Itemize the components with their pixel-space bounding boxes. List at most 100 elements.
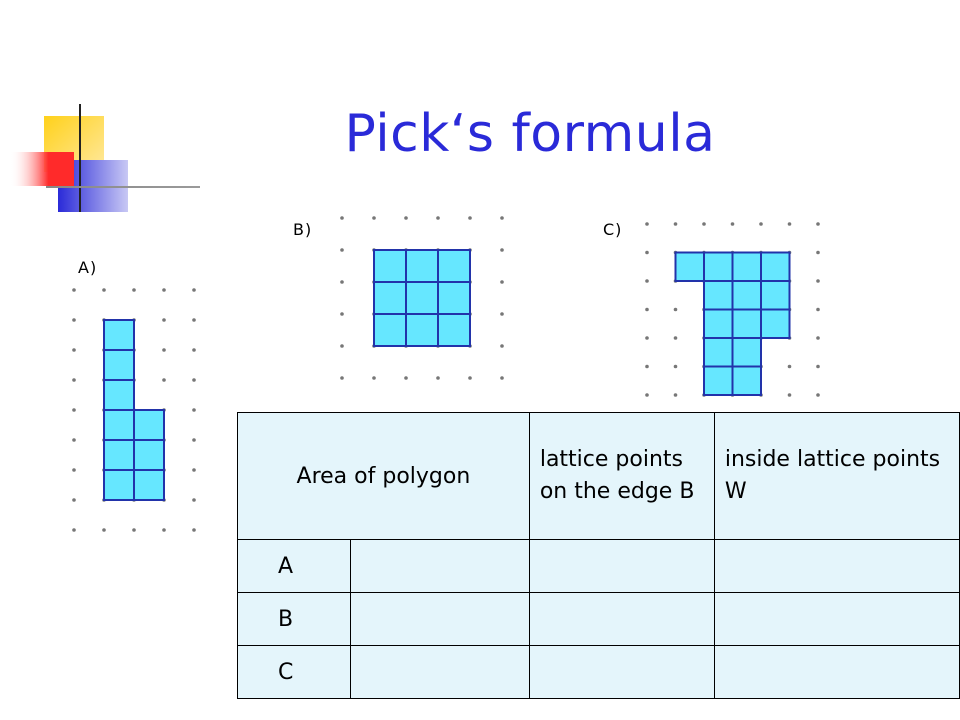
- cell-b-edge[interactable]: [528, 592, 715, 646]
- lattice-point: [730, 222, 735, 226]
- lattice-point: [673, 222, 678, 226]
- figure-c-tile: [703, 251, 734, 282]
- lattice-point: [816, 279, 820, 283]
- figure-a-tile: [103, 319, 135, 351]
- figure-b-tile: [373, 281, 407, 315]
- figure-a-lattice: [72, 288, 196, 532]
- cell-a-area[interactable]: [350, 539, 530, 593]
- red-square: [10, 152, 74, 186]
- figure-c-tile: [731, 365, 762, 396]
- lattice-point: [72, 528, 76, 532]
- cell-c-area[interactable]: [350, 645, 530, 699]
- lattice-point: [72, 498, 76, 502]
- lattice-point: [132, 288, 136, 292]
- figure-c-tile: [674, 251, 705, 282]
- lattice-point: [72, 468, 76, 472]
- cell-c-inside[interactable]: [713, 645, 960, 699]
- figure-c-label: C): [603, 220, 623, 239]
- lattice-point: [162, 348, 166, 352]
- lattice-point: [787, 393, 792, 397]
- figure-a-tile: [133, 439, 165, 471]
- lattice-point: [72, 438, 76, 442]
- lattice-point: [500, 312, 504, 316]
- lattice-point: [673, 307, 678, 312]
- figure-c-lattice: [645, 222, 820, 397]
- table-row: B: [237, 592, 960, 646]
- lattice-point: [645, 279, 649, 283]
- cell-a-inside[interactable]: [713, 539, 960, 593]
- cell-c-edge[interactable]: [528, 645, 715, 699]
- lattice-point: [162, 378, 166, 382]
- lattice-point: [72, 408, 76, 412]
- lattice-point: [500, 248, 504, 252]
- lattice-point: [192, 378, 196, 382]
- figure-b-tile: [437, 249, 471, 283]
- lattice-point: [645, 250, 649, 255]
- lattice-point: [816, 222, 820, 226]
- lattice-point: [192, 318, 196, 322]
- figure-c-tile: [703, 365, 734, 396]
- lattice-point: [162, 288, 166, 292]
- lattice-point: [192, 408, 196, 412]
- cell-a-edge[interactable]: [528, 539, 715, 593]
- cell-b-inside[interactable]: [713, 592, 960, 646]
- table-header-row: Area of polygon lattice points on the ed…: [237, 412, 960, 540]
- lattice-point: [645, 336, 649, 340]
- lattice-point: [787, 222, 792, 226]
- lattice-point: [162, 318, 166, 322]
- corner-decoration: [10, 104, 200, 212]
- lattice-point: [372, 376, 376, 380]
- lattice-point: [102, 288, 106, 292]
- row-label-b: B: [237, 592, 351, 646]
- lattice-point: [468, 376, 472, 380]
- lattice-point: [162, 528, 166, 532]
- lattice-point: [702, 222, 706, 226]
- lattice-point: [816, 336, 820, 340]
- lattice-point: [372, 216, 376, 220]
- lattice-point: [500, 376, 504, 380]
- figure-a-tile: [103, 379, 135, 411]
- figure-c-tile: [760, 280, 791, 311]
- cell-b-area[interactable]: [350, 592, 530, 646]
- figure-b-label: B): [293, 220, 313, 239]
- figure-c-tile: [731, 251, 762, 282]
- slide-title: Pick‘s formula: [344, 104, 716, 164]
- lattice-point: [673, 393, 678, 397]
- figure-b-tile: [405, 313, 439, 347]
- row-label-a: A: [237, 539, 351, 593]
- lattice-point: [673, 364, 678, 369]
- header-edge-points: lattice points on the edge B: [528, 412, 715, 540]
- figure-c-tile: [703, 308, 734, 339]
- lattice-point: [787, 364, 792, 369]
- figure-c-tile: [731, 308, 762, 339]
- lattice-point: [645, 222, 649, 226]
- lattice-point: [340, 216, 344, 220]
- lattice-point: [645, 393, 649, 397]
- figure-c-tile: [760, 308, 791, 339]
- lattice-point: [816, 364, 820, 369]
- lattice-point: [192, 468, 196, 472]
- lattice-point: [192, 438, 196, 442]
- figure-c-tile: [703, 280, 734, 311]
- figure-b-tile: [405, 249, 439, 283]
- lattice-point: [340, 248, 344, 252]
- figure-b-tile: [437, 313, 471, 347]
- row-label-c: C: [237, 645, 351, 699]
- lattice-point: [816, 250, 820, 255]
- figure-c-tile: [731, 280, 762, 311]
- lattice-point: [340, 312, 344, 316]
- header-area: Area of polygon: [237, 412, 530, 540]
- header-inside-points: inside lattice points W: [713, 412, 960, 540]
- lattice-point: [816, 393, 820, 397]
- lattice-point: [673, 336, 678, 340]
- figure-a-tile: [133, 469, 165, 501]
- lattice-point: [500, 344, 504, 348]
- lattice-point: [404, 376, 408, 380]
- figure-b-tile: [373, 313, 407, 347]
- figure-a-tile: [103, 469, 135, 501]
- figure-c-tile: [760, 251, 791, 282]
- figure-a-tile: [133, 409, 165, 441]
- lattice-point: [404, 216, 408, 220]
- lattice-point: [816, 307, 820, 312]
- lattice-point: [759, 222, 763, 226]
